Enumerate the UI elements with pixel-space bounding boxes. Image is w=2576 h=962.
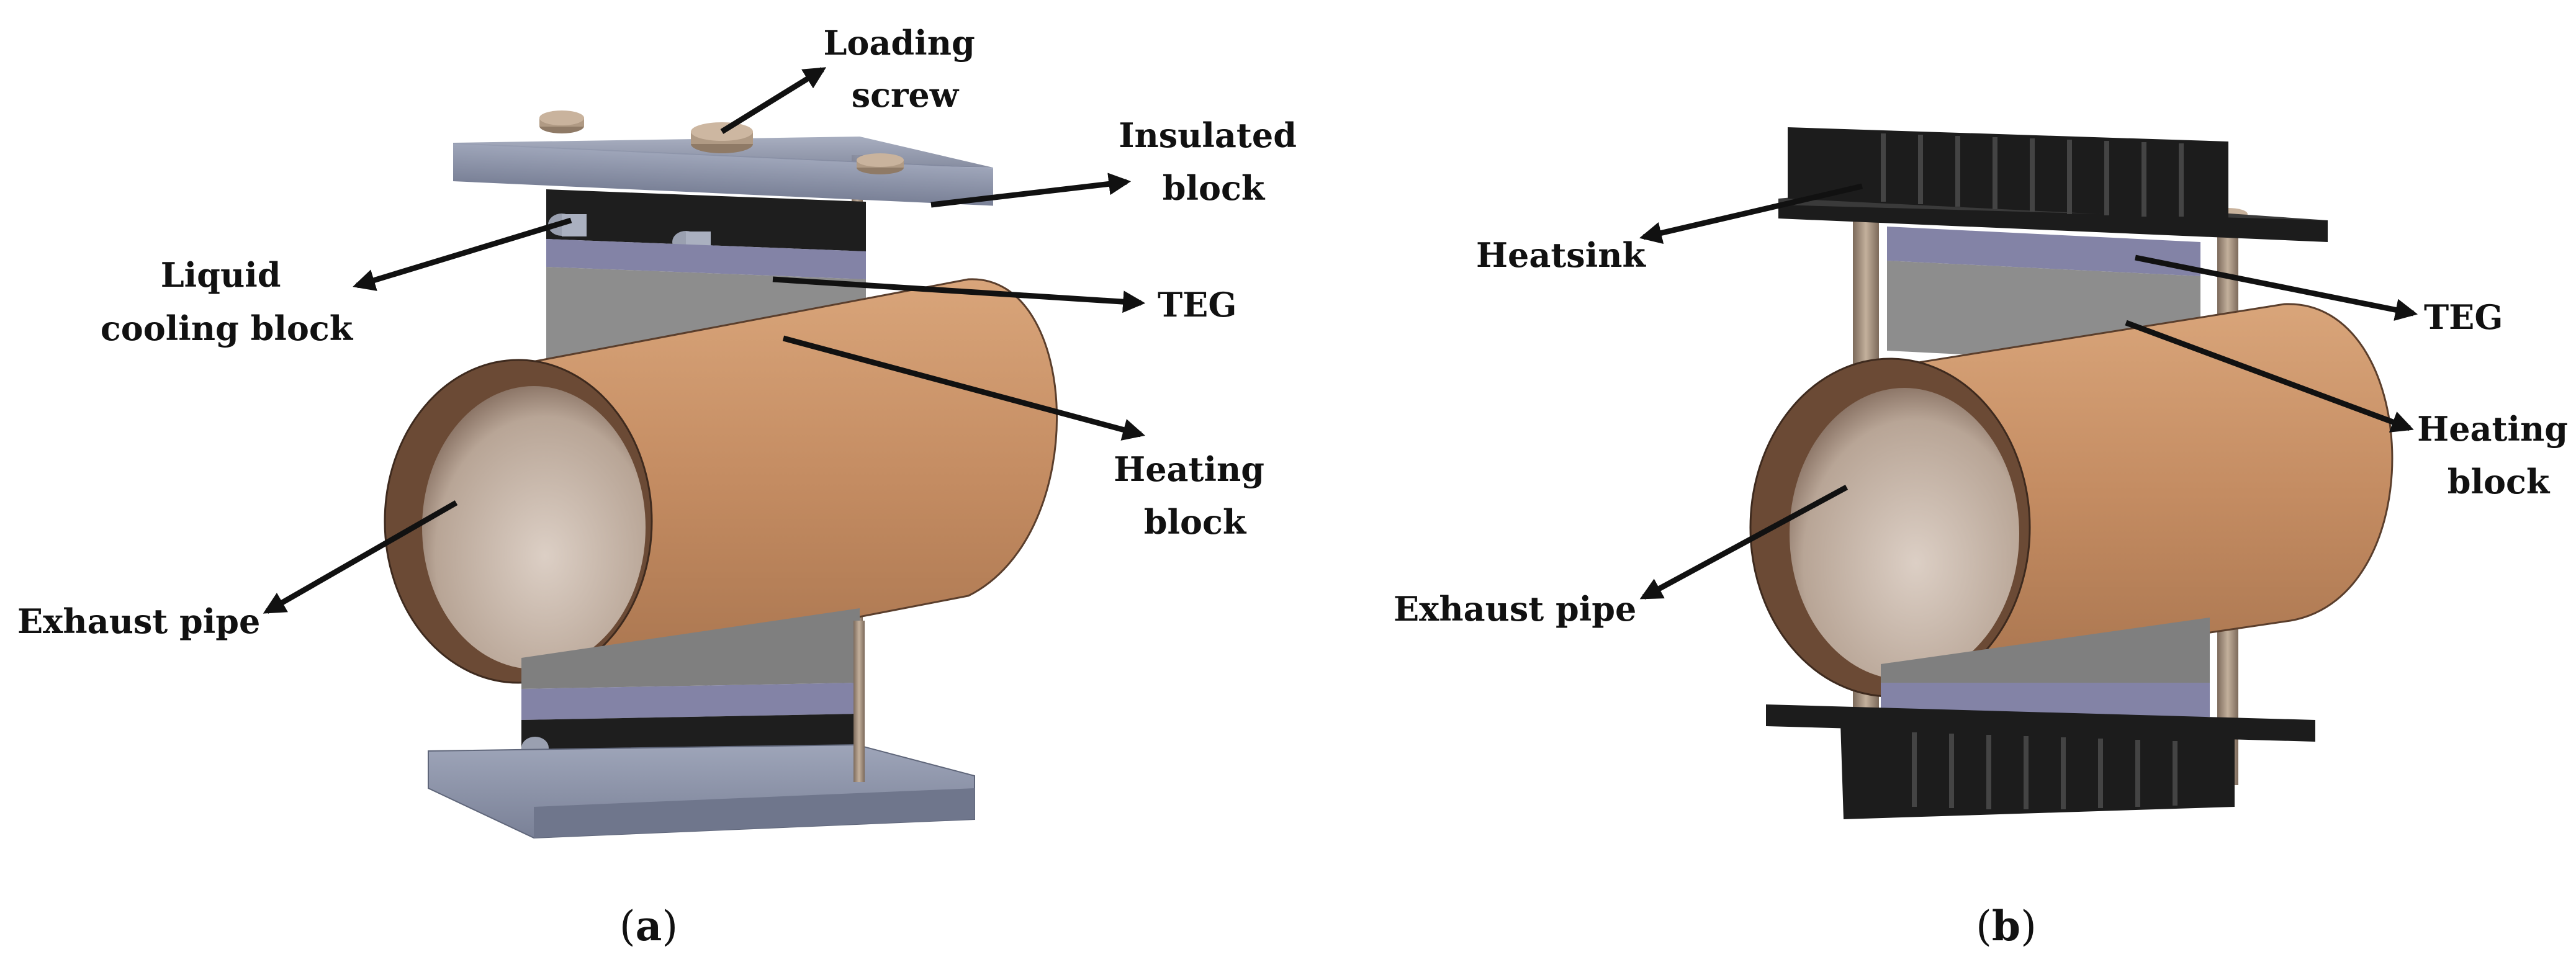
heating-block-bottom [1881, 618, 2210, 683]
caption-a: (a) [619, 902, 678, 950]
teg-top [546, 239, 866, 279]
label-teg: TEG [1158, 285, 1236, 325]
label-loading-screw: Loading screw [823, 23, 986, 115]
loading-screw [539, 110, 904, 174]
annotation-arrows [263, 67, 1146, 614]
label-exhaust-pipe: Exhaust pipe [17, 601, 260, 641]
panel-b: Heatsink TEG Heating block Exhaust pipe … [1394, 127, 2576, 950]
label-teg: TEG [2424, 297, 2503, 337]
insulated-block-top [453, 137, 993, 206]
teg-bottom [1881, 683, 2210, 717]
heating-block-bottom [521, 608, 860, 689]
annotation-arrows [1639, 183, 2418, 600]
teg-top [1887, 227, 2200, 276]
label-heating-block: Heating block [2417, 409, 2576, 501]
teg-bottom [521, 683, 860, 720]
label-heating-block: Heating block [1114, 449, 1276, 542]
heatsink-bottom [1766, 704, 2315, 819]
label-liquid-cooling-block: Liquid cooling block [101, 255, 354, 348]
caption-b: (b) [1976, 902, 2037, 950]
insulated-block-bottom [428, 744, 975, 839]
exhaust-pipe [384, 278, 1058, 684]
label-insulated-block: Insulated block [1119, 115, 1308, 208]
support-rod [853, 621, 865, 782]
label-exhaust-pipe: Exhaust pipe [1394, 589, 1636, 629]
heatsink-top [1778, 127, 2328, 242]
panel-a: Loading screw Insulated block Liquid coo… [17, 23, 1308, 950]
label-heatsink: Heatsink [1476, 235, 1646, 275]
exhaust-pipe [1749, 303, 2394, 698]
